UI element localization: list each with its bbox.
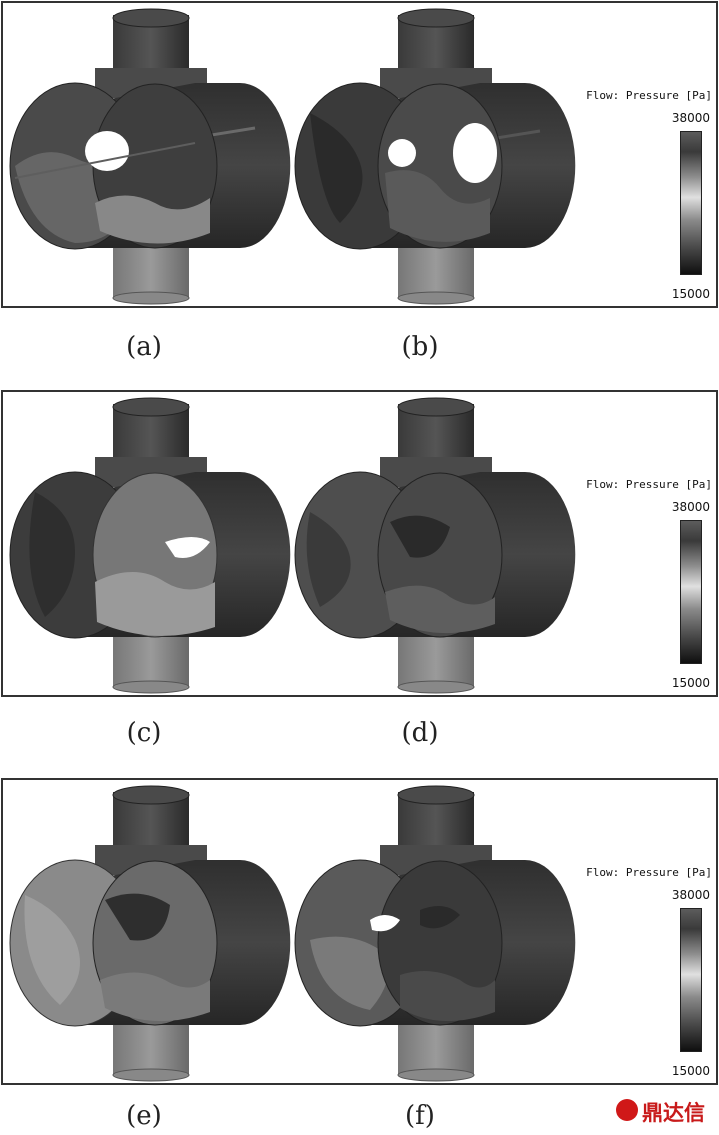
legend-min-value: 15000 — [671, 1064, 710, 1078]
pump-pressure-contour-d — [290, 392, 580, 695]
caption-c: (c) — [126, 718, 162, 748]
watermark-text: 鼎达信 — [642, 1101, 705, 1125]
figure-panel-top: Flow: Pressure [Pa] 38000 15000 — [1, 1, 718, 308]
legend-min-value: 15000 — [671, 676, 710, 690]
pump-pressure-contour-c — [5, 392, 295, 695]
pump-pressure-contour-e — [5, 780, 295, 1083]
legend-max-value: 38000 — [671, 500, 710, 514]
legend-title: Flow: Pressure [Pa] — [586, 478, 712, 491]
caption-e: (e) — [126, 1101, 162, 1131]
legend-color-bar — [680, 520, 702, 664]
caption-f: (f) — [405, 1101, 435, 1131]
figure-panel-bottom: Flow: Pressure [Pa] 38000 15000 — [1, 778, 718, 1085]
logo-circle-icon — [616, 1099, 638, 1121]
legend-color-bar — [680, 131, 702, 275]
caption-b: (b) — [401, 332, 439, 362]
legend-color-bar — [680, 908, 702, 1052]
pump-pressure-contour-b — [290, 3, 580, 306]
pressure-legend: Flow: Pressure [Pa] 38000 15000 — [558, 392, 716, 695]
pump-pressure-contour-a — [5, 3, 295, 306]
caption-a: (a) — [126, 332, 162, 362]
pressure-legend: Flow: Pressure [Pa] 38000 15000 — [558, 780, 716, 1083]
pressure-legend: Flow: Pressure [Pa] 38000 15000 — [558, 3, 716, 306]
legend-title: Flow: Pressure [Pa] — [586, 89, 712, 102]
caption-d: (d) — [401, 718, 439, 748]
watermark-logo: 鼎达信 — [614, 1095, 714, 1127]
legend-min-value: 15000 — [671, 287, 710, 301]
pump-pressure-contour-f — [290, 780, 580, 1083]
figure-panel-middle: Flow: Pressure [Pa] 38000 15000 — [1, 390, 718, 697]
legend-max-value: 38000 — [671, 111, 710, 125]
legend-title: Flow: Pressure [Pa] — [586, 866, 712, 879]
legend-max-value: 38000 — [671, 888, 710, 902]
